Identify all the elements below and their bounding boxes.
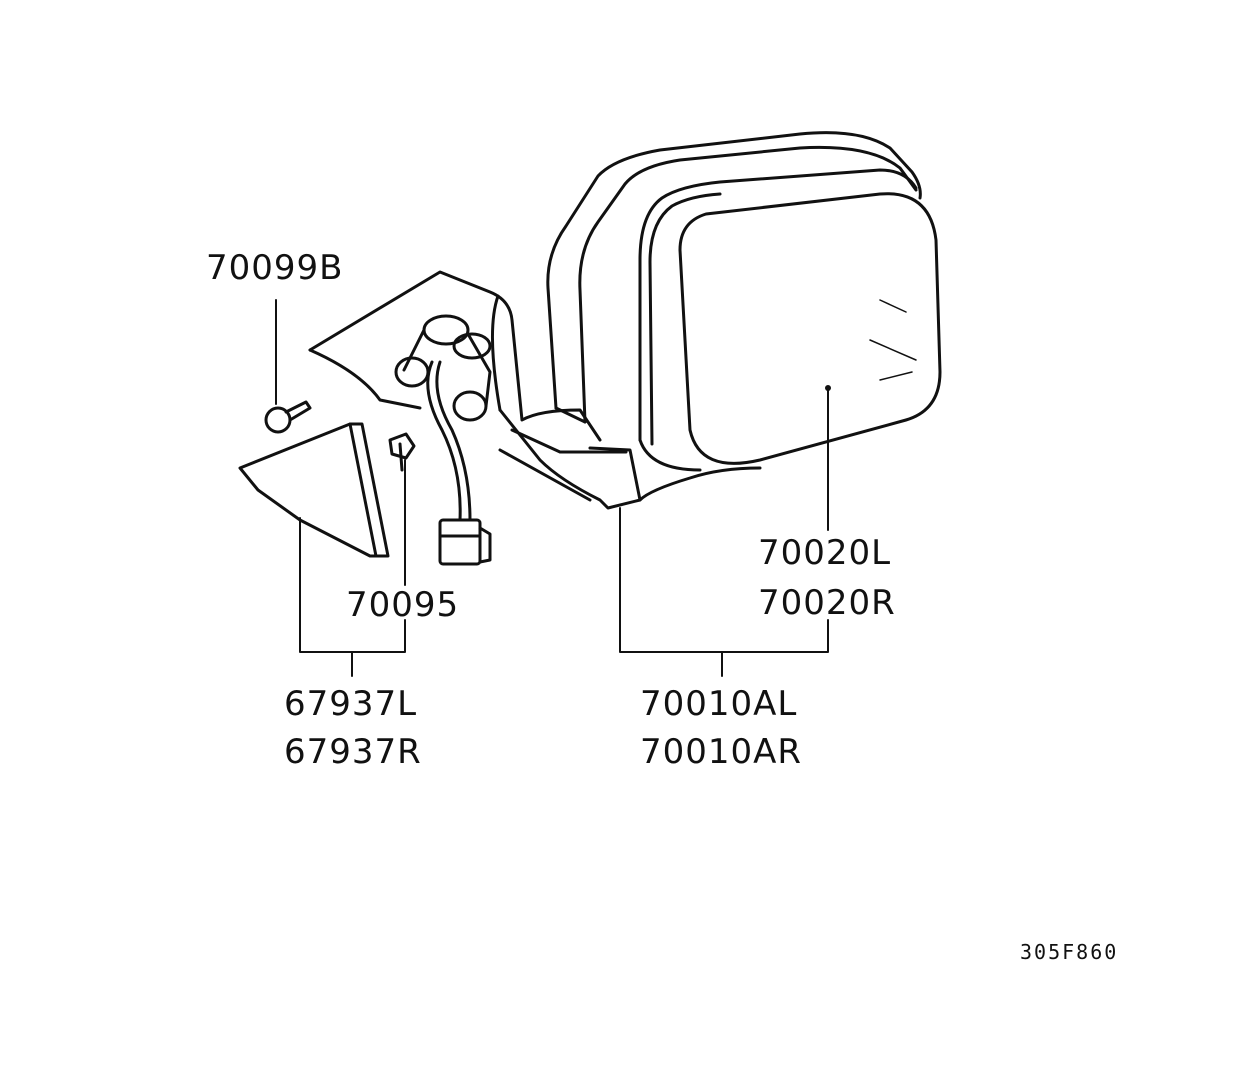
wire-harness [426, 360, 492, 566]
label-screw: 70099B [206, 248, 344, 288]
clip-part [388, 432, 416, 472]
label-cover-left: 67937L [284, 684, 418, 724]
mirror-motor [394, 314, 492, 422]
label-mirror-assy-left: 70010AL [640, 684, 798, 724]
screw-part [264, 400, 312, 434]
figure-code: 305F860 [1020, 940, 1119, 964]
inner-cover [238, 422, 390, 558]
label-glass-right: 70020R [758, 583, 896, 623]
label-cover-right: 67937R [284, 732, 422, 772]
mirror-glass [678, 192, 942, 465]
mirror-housing [546, 131, 922, 502]
mirror-base [308, 270, 642, 510]
label-clip: 70095 [346, 585, 460, 625]
leader-lines [275, 299, 829, 677]
label-glass-left: 70020L [758, 533, 892, 573]
label-mirror-assy-right: 70010AR [640, 732, 803, 772]
